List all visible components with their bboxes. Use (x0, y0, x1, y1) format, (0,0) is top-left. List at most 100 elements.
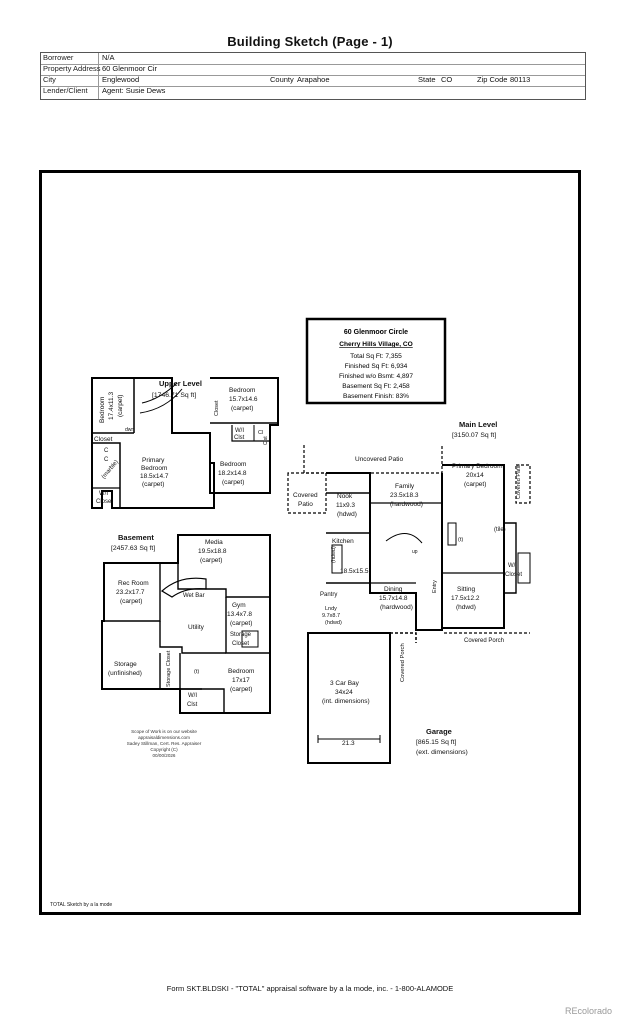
basement-plan (101, 534, 271, 714)
up-c2-label: C (104, 457, 109, 463)
bs-rec-floor: (carpet) (120, 598, 142, 605)
main-lndy-size: 9.7x8.7 (322, 613, 340, 619)
up-primary-sub: Bedroom (141, 465, 167, 472)
property-header-table: Borrower N/A Property Address 60 Glenmoo… (40, 52, 586, 100)
main-dining-label: Dining (384, 586, 403, 593)
zip-label: Zip Code (477, 75, 508, 84)
upper-level-plan (91, 377, 279, 509)
bs-storage-label: Storage (114, 661, 137, 668)
summary-total: Total Sq Ft: 7,355 (350, 353, 402, 360)
main-entry-label: Entry (432, 580, 438, 593)
garage-bay-label: 3 Car Bay (330, 680, 360, 687)
main-nook-floor: (hdwd) (337, 511, 357, 518)
bs-storage-closet2-label: Storage Closet (166, 650, 172, 687)
address-value: 60 Glenmoor Cir (102, 64, 158, 73)
header-divider (98, 53, 99, 99)
main-level-area: [3150.07 Sq ft] (452, 432, 496, 439)
main-primary-size: 20x14 (466, 472, 484, 479)
main-pantry-label: Pantry (320, 592, 337, 598)
brand-credit: REcolorado (564, 1006, 612, 1016)
up-bed1-label: Bedroom (99, 397, 106, 423)
main-family-label: Family (395, 483, 415, 490)
note-line1: Scope of Work is on our website (131, 729, 197, 734)
main-kitchen-size: 18.5x15.5 (340, 568, 369, 575)
summary-place: Cherry Hills Village, CO (339, 341, 413, 348)
main-family-size: 23.5x18.3 (390, 492, 419, 499)
main-family-floor: (hardwood) (390, 501, 423, 508)
main-sitting-label: Sitting (457, 586, 475, 593)
city-label: City (43, 75, 56, 84)
upper-level-title: Upper Level (159, 379, 202, 388)
up-primary-floor: (carpet) (142, 481, 164, 488)
bs-rec-label: Rec Room (118, 580, 149, 587)
summary-finished-wo-bsmt: Finished w/o Bsmt: 4,897 (339, 373, 413, 380)
main-sitting-size: 17.5x12.2 (451, 595, 480, 602)
state-value: CO (441, 75, 453, 84)
bs-media-floor: (carpet) (200, 557, 222, 564)
sketch-credit: TOTAL Sketch by a la mode (50, 902, 112, 908)
bs-bed-floor: (carpet) (230, 686, 252, 693)
up-bed3-size: 18.2x14.8 (218, 470, 247, 477)
note-line3: Sadey Stillman, Cert. Res. Appraiser (127, 741, 202, 746)
up-bed2-size: 15.7x14.6 (229, 396, 258, 403)
county-value: Arapahoe (297, 75, 330, 84)
main-wi-closet-label: Closet (505, 572, 522, 578)
garage-area: [865.15 Sq ft] (416, 739, 457, 746)
main-covered-porch-label: Covered Porch (400, 643, 406, 682)
appraiser-notes: Scope of Work is on our website appraisa… (127, 729, 202, 758)
garage-bay-note: (int. dimensions) (322, 698, 370, 705)
summary-finished: Finished Sq Ft: 6,934 (345, 363, 408, 370)
borrower-value: N/A (102, 53, 115, 62)
up-wi-clst-sub: Clst (234, 435, 245, 441)
main-dining-floor: (hardwood) (380, 604, 413, 611)
address-label: Property Address (43, 64, 101, 73)
summary-name: 60 Glenmoor Circle (344, 329, 408, 336)
up-cl2-label: Clst (263, 436, 269, 445)
bs-storage-closet-sub: Closet (232, 641, 249, 647)
city-value: Englewood (102, 75, 140, 84)
main-primary-floor: (carpet) (464, 481, 486, 488)
bs-rec-size: 23.2x17.7 (116, 589, 145, 596)
main-wi-label: W/I (508, 563, 517, 569)
lender-value: Agent: Susie Dews (102, 86, 166, 95)
bs-wetbar-label: Wet Bar (183, 593, 205, 599)
borrower-label: Borrower (43, 53, 74, 62)
main-lndy-label: Lndy (325, 606, 337, 612)
floor-plan-sketch: 60 Glenmoor Circle Cherry Hills Village,… (50, 317, 531, 908)
main-dining-size: 15.7x14.8 (379, 595, 408, 602)
bs-wi-clst-label: Clst (187, 702, 198, 708)
up-bed2-label: Bedroom (229, 387, 255, 394)
main-t-label: (t) (458, 537, 463, 543)
note-line2: appraisaldimensions.com (138, 735, 190, 740)
bs-bed-size: 17x17 (232, 677, 250, 684)
bs-media-label: Media (205, 539, 223, 546)
main-sitting-floor: (hdwd) (456, 604, 476, 611)
main-nook-size: 11x9.3 (336, 502, 355, 509)
main-covered-label: Covered (293, 492, 318, 499)
bs-gym-label: Gym (232, 602, 246, 609)
summary-box: 60 Glenmoor Circle Cherry Hills Village,… (305, 317, 447, 405)
header-row-borrower: Borrower N/A (41, 53, 585, 65)
garage-title: Garage (426, 727, 452, 736)
lender-label: Lender/Client (43, 86, 88, 95)
up-primary-label: Primary (142, 457, 165, 464)
county-label: County (270, 75, 294, 84)
main-level-title: Main Level (459, 420, 497, 429)
up-primary-size: 18.5x14.7 (140, 473, 169, 480)
up-wi-clst-label: W/I (235, 428, 244, 434)
garage-dim-label: 21.3 (342, 740, 355, 747)
main-kitchen-label: Kitchen (332, 538, 354, 545)
main-covered-patio2-label: Covered Patio (516, 464, 522, 499)
note-line5: 00/00/2026 (153, 753, 176, 758)
bs-gym-size: 13.4x7.8 (227, 611, 252, 618)
up-bed1-floor: (carpet) (117, 395, 124, 417)
garage-plan (307, 632, 417, 764)
up-cl-label: Cl (258, 430, 263, 436)
bs-storage-floor: (unfinished) (108, 670, 142, 677)
bs-utility-label: Utility (188, 624, 205, 631)
garage-note: (ext. dimensions) (416, 749, 468, 756)
main-covered-porch2-label: Covered Porch (464, 638, 504, 644)
form-footer: Form SKT.BLDSKI - "TOTAL" appraisal soft… (166, 984, 454, 993)
up-closet2-label: Closet (214, 400, 220, 416)
up-bed3-label: Bedroom (220, 461, 246, 468)
